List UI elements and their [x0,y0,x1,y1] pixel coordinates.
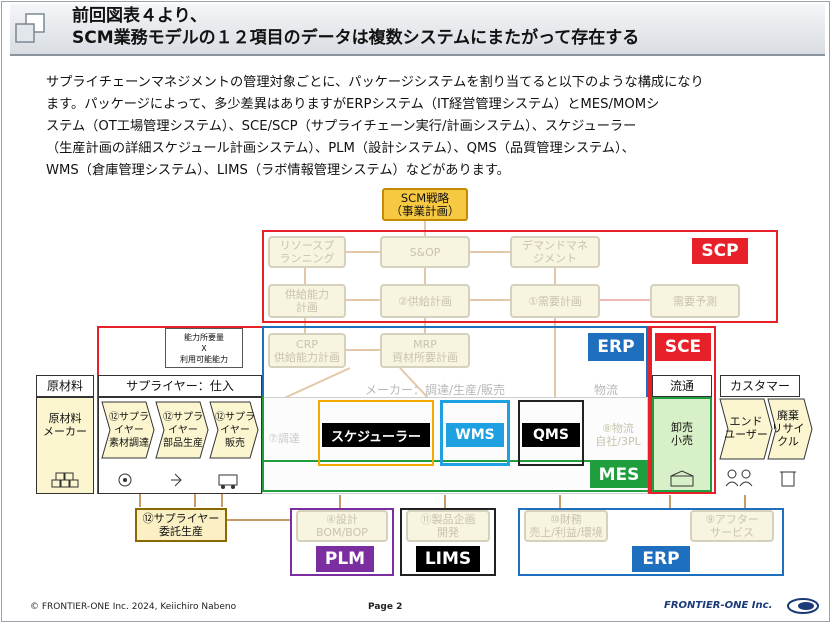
customer-icons [725,469,796,487]
maker-logistics-header: 物流 [594,383,619,397]
finance-box: ⑩財務売上/利益/環境 [524,510,608,542]
materials-icon [51,472,79,488]
title-bar [10,4,825,56]
recycle-box: 廃棄リサイクル [771,408,805,448]
supply-capacity-plan-box: 供給能力計画 [268,284,346,318]
supplier-header: サプライヤー：仕入 [98,375,262,397]
erp-bottom-tag: ERP [632,546,690,572]
maker-header: メーカー：調達/生産/販売 [365,383,506,397]
distribution-header: 流通 [652,375,712,397]
qms-tag: QMS [522,423,580,447]
supplier-material-procurement: ⑫サプライヤー素材調達 [109,411,149,449]
logistics-box: ⑧物流自社/3PL [595,422,641,448]
end-user-box: エンドユーザー [724,415,768,441]
store-icon [670,470,694,487]
scp-tag: SCP [692,238,748,264]
qms-frame [518,400,584,466]
after-service-box: ⑨アフターサービス [690,510,774,542]
sce-tag: SCE [655,333,711,361]
erp-bottom-frame [518,508,784,576]
mes-tag: MES [590,462,648,488]
scp-frame [262,230,778,323]
wms-tag: WMS [446,423,504,447]
cube-icon [15,13,45,43]
supplier-parts-production: ⑫サプライヤー部品生産 [163,411,203,449]
scheduler-frame [318,400,434,466]
sop-box: S&OP [380,236,470,268]
copyright-text: © FRONTIER-ONE Inc. 2024, Keiichiro Nabe… [30,602,237,612]
scheduler-tag: スケジューラー [322,423,430,447]
product-planning-box: ⑪製品企画開発 [406,510,490,542]
raw-material-header: 原材料 [36,375,94,397]
page-number: Page 2 [368,602,403,612]
erp-top-tag: ERP [588,333,644,361]
description-paragraph: サプライチェーンマネジメントの管理対象ごとに、パッケージシステムを割り当てると以… [46,75,704,178]
customer-header: カスタマー [720,375,800,397]
scm-strategy-box: SCM戦略（事業計画） [382,188,468,221]
supplier-consignment-box: ⑫サプライヤー委託生産 [135,508,227,542]
supply-plan-box: ②供給計画 [380,284,470,318]
demand-forecast-box: 需要予測 [650,284,740,318]
resource-planning-box: リソースプランニング [268,236,346,268]
lims-frame [400,508,496,576]
page-title: 前回図表４より、 SCM業務モデルの１２項目のデータは複数システムにまたがって存… [72,6,640,48]
plm-tag: PLM [316,546,374,572]
supplier-sales: ⑫サプライヤー販売 [215,411,255,449]
supplier-icons [118,473,238,489]
lims-tag: LIMS [416,546,480,572]
sce-frame [650,326,716,494]
wms-frame [440,400,510,466]
company-logo-text: FRONTIER-ONE Inc. [664,600,773,611]
company-logo-icon [787,598,819,614]
mes-frame [262,396,648,492]
customer-arrows [719,398,813,460]
mes-line [262,460,648,462]
procure-label: ⑦調達 [268,432,300,445]
supplier-arrows [101,401,259,459]
wholesale-retail-box: 卸売小売 [652,397,712,492]
demand-plan-box: ①需要計画 [510,284,600,318]
demand-management-box: デマンドマネジメント [510,236,600,268]
plm-frame [290,508,394,576]
